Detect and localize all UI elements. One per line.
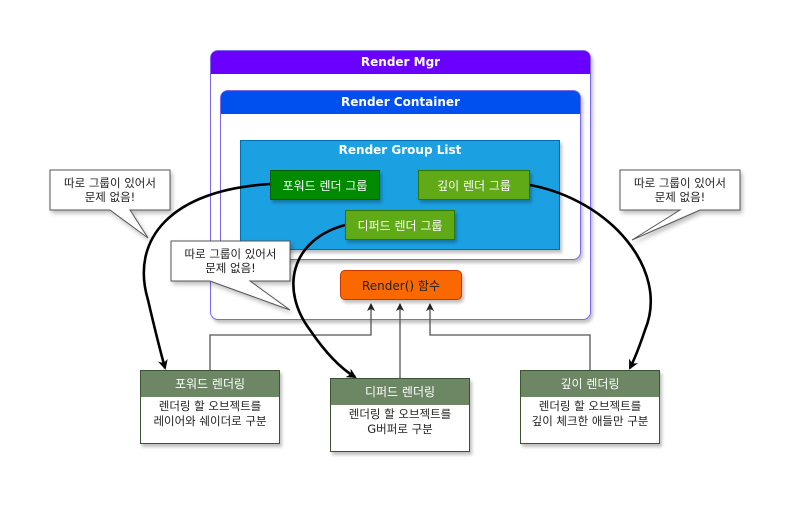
callout-right-line1: 따로 그룹이 있어서 bbox=[634, 176, 726, 190]
forward-rendering-desc-line2: 레이어와 쉐이더로 구분 bbox=[153, 414, 267, 428]
callout-bubble-left bbox=[49, 169, 171, 239]
deferred-rendering-desc: 렌더링 할 오브젝트를 G버퍼로 구분 bbox=[331, 407, 469, 437]
callout-left-text: 따로 그룹이 있어서 문제 없음! bbox=[50, 176, 170, 204]
callout-middle-line2: 문제 없음! bbox=[205, 261, 256, 275]
forward-rendering-node: 포워드 렌더링 렌더링 할 오브젝트를 레이어와 쉐이더로 구분 bbox=[140, 370, 280, 444]
connector-forward-to-render bbox=[209, 303, 375, 370]
depth-rendering-desc: 렌더링 할 오브젝트를 깊이 체크한 애들만 구분 bbox=[521, 399, 659, 429]
forward-render-group: 포워드 렌더 그룹 bbox=[270, 170, 380, 200]
curve-depth-group-to-depth-rendering bbox=[529, 183, 652, 370]
callout-left-line1: 따로 그룹이 있어서 bbox=[64, 176, 156, 190]
depth-rendering-desc-line2: 깊이 체크한 애들만 구분 bbox=[531, 414, 649, 428]
forward-rendering-title: 포워드 렌더링 bbox=[141, 371, 279, 397]
depth-rendering-desc-line1: 렌더링 할 오브젝트를 bbox=[538, 399, 642, 413]
curve-forward-group-to-forward-rendering bbox=[142, 182, 271, 370]
render-mgr-title: Render Mgr bbox=[211, 51, 590, 74]
depth-render-group: 깊이 렌더 그룹 bbox=[418, 170, 530, 200]
depth-rendering-title: 깊이 렌더링 bbox=[521, 371, 659, 397]
callout-bubble-middle bbox=[170, 240, 291, 311]
callout-left-line2: 문제 없음! bbox=[84, 190, 136, 204]
callout-middle-line1: 따로 그룹이 있어서 bbox=[184, 247, 277, 261]
render-group-list-title: Render Group List bbox=[338, 143, 462, 157]
deferred-rendering-node: 디퍼드 렌더링 렌더링 할 오브젝트를 G버퍼로 구분 bbox=[330, 378, 470, 452]
callout-right-text: 따로 그룹이 있어서 문제 없음! bbox=[620, 176, 740, 204]
forward-rendering-desc-line1: 렌더링 할 오브젝트를 bbox=[158, 399, 262, 413]
deferred-rendering-desc-line2: G버퍼로 구분 bbox=[367, 422, 433, 436]
callout-middle-text: 따로 그룹이 있어서 문제 없음! bbox=[171, 247, 290, 275]
callout-bubble-right bbox=[619, 169, 741, 241]
curve-deferred-group-to-deferred-rendering bbox=[292, 223, 357, 379]
render-container-title: Render Container bbox=[221, 91, 580, 114]
render-function-node: Render() 함수 bbox=[340, 270, 462, 300]
deferred-render-group: 디퍼드 렌더 그룹 bbox=[345, 210, 455, 240]
depth-rendering-node: 깊이 렌더링 렌더링 할 오브젝트를 깊이 체크한 애들만 구분 bbox=[520, 370, 660, 444]
forward-rendering-desc: 렌더링 할 오브젝트를 레이어와 쉐이더로 구분 bbox=[141, 399, 279, 429]
callout-right-line2: 문제 없음! bbox=[654, 190, 706, 204]
deferred-rendering-desc-line1: 렌더링 할 오브젝트를 bbox=[348, 407, 452, 421]
deferred-rendering-title: 디퍼드 렌더링 bbox=[331, 379, 469, 405]
connector-depth-to-render bbox=[426, 303, 591, 370]
